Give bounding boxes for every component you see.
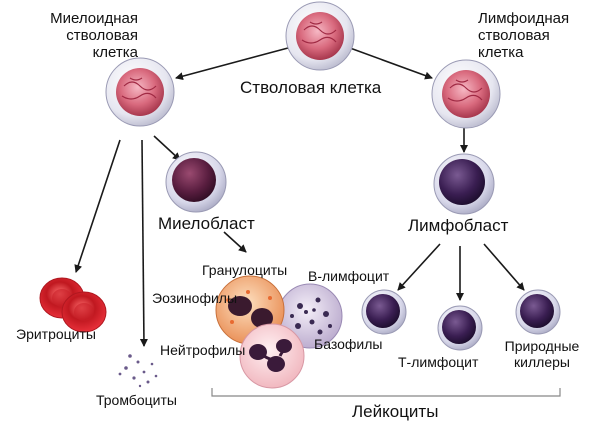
t-lymphocyte-cell [437, 305, 483, 351]
label-lymphoid-line-1: Лимфоидная [478, 10, 570, 27]
label-leukocytes: Лейкоциты [352, 402, 439, 421]
arrow-lymphoblast-to-b [397, 243, 441, 291]
arrow-stem-to-lymphoid [349, 47, 433, 80]
stem-cell [285, 1, 355, 71]
lymphoid-stem-cell [431, 59, 501, 129]
label-basophils: Базофилы [314, 336, 383, 352]
label-lymphoid-line-3: клетка [478, 44, 524, 61]
arrow-myeloid-to-erythrocytes [74, 139, 121, 273]
label-granulocytes: Гранулоциты [202, 262, 288, 278]
label-myeloid-line-3: клетка [92, 44, 138, 61]
platelets-cells [118, 354, 158, 388]
label-nk-cells: Природные киллеры [494, 338, 590, 370]
erythrocytes-cells [39, 277, 107, 333]
label-myeloid-line-1: Миелоидная [50, 10, 138, 27]
label-nk-line-2: киллеры [514, 354, 570, 370]
label-b-lymphocyte: B-лимфоцит [308, 268, 390, 284]
neutrophil-cell [239, 323, 305, 389]
basophil-cell [277, 283, 343, 349]
label-neutrophils: Нейтрофилы [160, 342, 246, 358]
leukocytes-bracket [211, 388, 561, 397]
arrow-myeloid-to-myeloblast [153, 135, 181, 161]
label-t-lymphocyte: Т-лимфоцит [398, 354, 479, 370]
granulocytes-cluster [215, 275, 343, 389]
myeloblast-cell [165, 151, 227, 213]
arrow-stem-to-myeloid [175, 47, 289, 81]
label-nk-line-1: Природные [504, 338, 580, 354]
myeloid-stem-cell [105, 57, 175, 127]
label-myeloid-stem-cell: Миелоидная стволовая клетка [2, 10, 138, 61]
label-erythrocytes: Эритроциты [16, 326, 96, 342]
nk-cell [515, 289, 561, 335]
arrow-myeloblast-to-granulocytes [223, 231, 247, 253]
arrow-myeloid-to-platelets [139, 139, 148, 347]
label-lymphoid-line-2: стволовая [478, 27, 550, 44]
label-platelets: Тромбоциты [96, 392, 177, 408]
label-lymphoblast: Лимфобласт [408, 216, 509, 235]
arrows [74, 47, 525, 347]
lymphoblast-cell [433, 153, 495, 215]
label-lymphoid-stem-cell: Лимфоидная стволовая клетка [478, 10, 598, 61]
label-eosinophils: Эозинофилы [152, 290, 238, 306]
arrow-lymphoblast-to-nk [483, 243, 525, 291]
b-lymphocyte-cell [361, 289, 407, 335]
label-stem-cell: Стволовая клетка [240, 78, 382, 97]
label-myeloblast: Миелобласт [158, 214, 255, 233]
label-myeloid-line-2: стволовая [66, 27, 138, 44]
